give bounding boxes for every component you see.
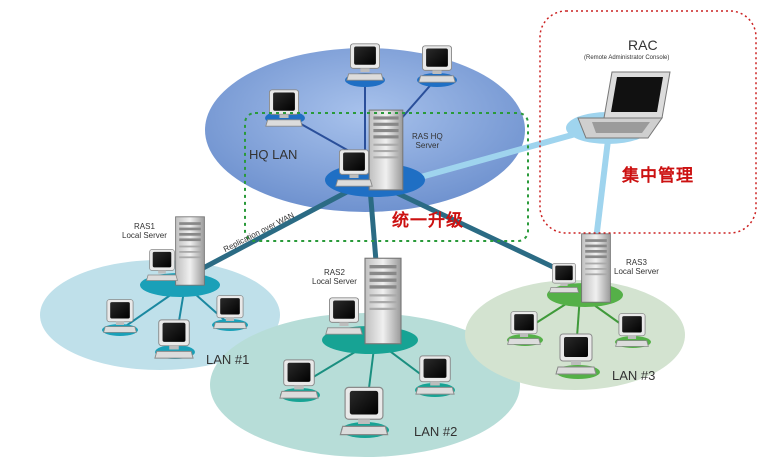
rac-subtitle: (Remote Administrator Console) [584,55,670,61]
lan3-label: LAN #3 [612,368,656,383]
hq-pc-1 [346,43,384,81]
centralized-management-annotation: 集中管理 [622,166,694,186]
lan2-label: LAN #2 [414,424,458,439]
lan1-label: LAN #1 [206,352,250,367]
unified-upgrade-annotation: 统一升级 [392,211,464,231]
rac-title: RAC [628,37,658,53]
ras3-label: RAS3 Local Server [614,258,659,276]
management-dashed-box [539,10,757,234]
lan2-group [279,257,455,438]
hq-server-label: RAS HQ Server [412,132,443,150]
lan3-group [507,233,651,379]
lan1-ellipse [40,260,280,370]
hq-server [368,109,404,191]
lan1-group [102,216,248,359]
hq-pc-2 [418,45,456,83]
upgrade-dashed-box [244,112,529,242]
rac-links [409,127,611,241]
hq-lan-label: HQ LAN [249,147,298,162]
ras1-label: RAS1 Local Server [122,222,167,240]
hq-workstation [335,149,373,187]
rac-laptop [577,71,671,139]
ras2-label: RAS2 Local Server [312,268,357,286]
lan2-ellipse [210,313,520,457]
hq-pc-3 [265,89,303,127]
